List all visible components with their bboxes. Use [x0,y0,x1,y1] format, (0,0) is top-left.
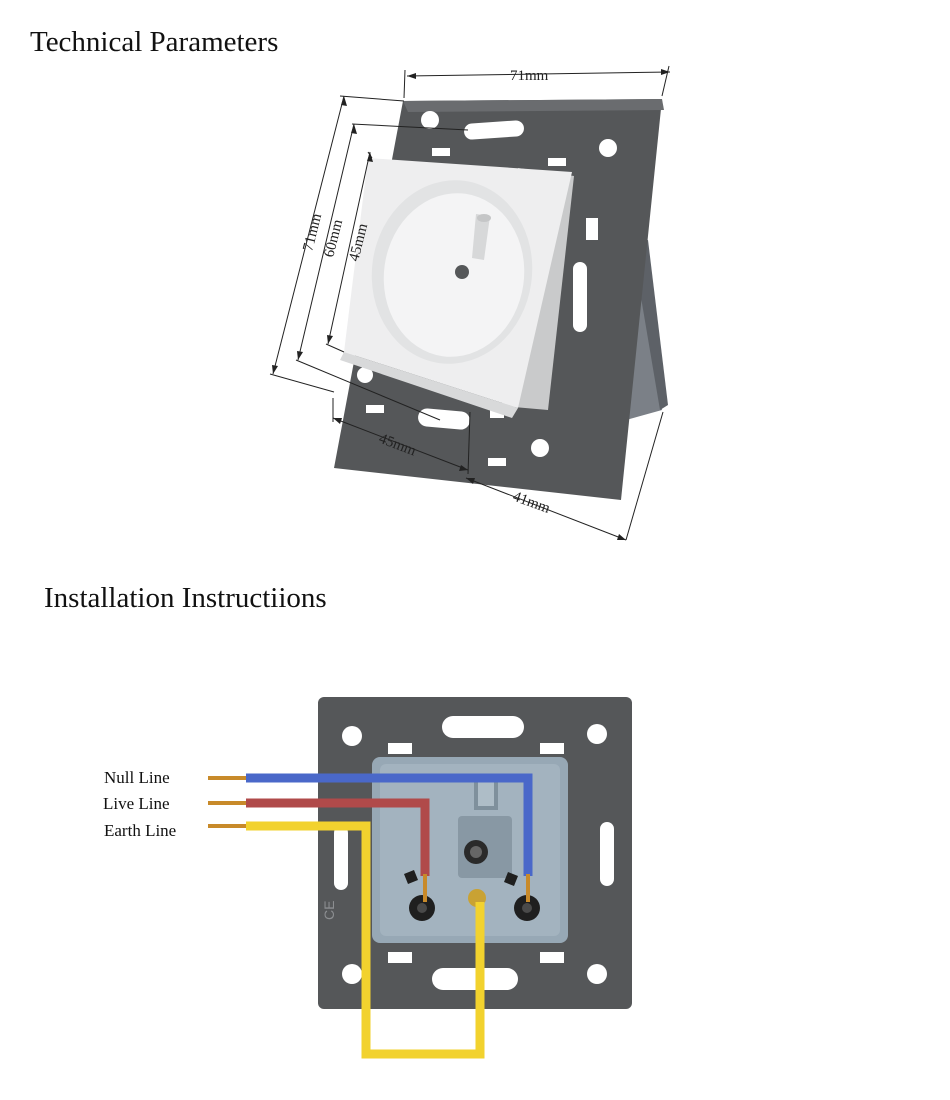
dimension-lines [269,65,671,541]
dim-left-height: 71mm [300,212,325,253]
svg-text:CE: CE [321,901,337,920]
null-line-label: Null Line [104,768,170,787]
dim-top-width: 71mm [510,68,549,84]
earth-pin [472,214,490,260]
socket-module [340,158,574,418]
installation-instructions-heading: Installation Instructiions [44,582,327,614]
live-wire [246,798,430,876]
earth-line-label: Earth Line [104,821,176,840]
socket-hole [455,265,469,279]
earth-wire [246,821,485,1059]
dim-mid-height: 60mm [321,218,346,259]
dimension-arrows [272,69,670,540]
technical-parameters-heading: Technical Parameters [30,26,279,58]
null-wire [246,773,533,876]
live-line-label: Live Line [103,794,170,813]
dim-depth: 41mm [511,489,553,517]
wires [208,773,533,1059]
